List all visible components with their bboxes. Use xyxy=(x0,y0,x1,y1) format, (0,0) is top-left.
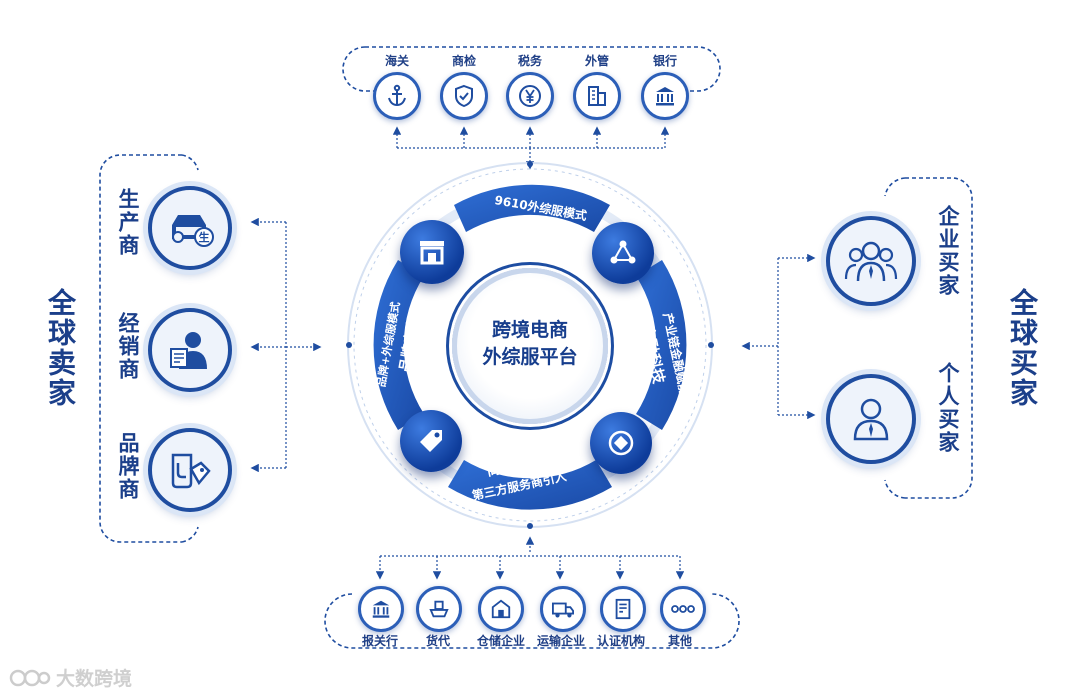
coin-icon xyxy=(590,412,652,474)
brand-node xyxy=(148,428,232,512)
bank-icon xyxy=(656,87,674,106)
center-title-line1: 跨境电商 xyxy=(491,319,568,341)
network-icon xyxy=(592,222,654,284)
anchor-icon xyxy=(388,84,406,107)
enterprise-buyer-node xyxy=(826,216,916,306)
ring-segment-top xyxy=(454,184,610,232)
transport-node xyxy=(540,586,586,632)
sellers-title: 全球卖家 xyxy=(44,288,77,408)
yen-icon xyxy=(519,85,541,107)
service-label-certification: 认证机构 xyxy=(596,634,645,648)
seller-label-manufacturer: 生产商 xyxy=(116,188,140,257)
forwarder-node xyxy=(416,586,462,632)
bank-node xyxy=(641,72,689,120)
top-arrows xyxy=(392,126,670,170)
warehouse-icon xyxy=(491,599,511,619)
ring-segment-left xyxy=(373,260,424,430)
service-label-forex: 外管 xyxy=(584,54,609,68)
certification-node xyxy=(600,586,646,632)
tax-node xyxy=(506,72,554,120)
seller-label-brand: 品牌商 xyxy=(116,432,140,501)
watermark: 大数跨境 xyxy=(8,664,132,691)
warehouse-node xyxy=(478,586,524,632)
service-label-other: 其他 xyxy=(667,634,692,648)
ring-segment-right xyxy=(636,260,687,430)
forex-node xyxy=(573,72,621,120)
dealer-icon xyxy=(170,332,207,369)
more-icon xyxy=(671,605,695,613)
center-title-line2: 外综服平台 xyxy=(482,346,578,368)
service-label-tax: 税务 xyxy=(517,54,542,68)
manufacturer-node: 生 xyxy=(148,186,232,270)
bottom-arrows xyxy=(375,536,685,580)
person-icon xyxy=(853,398,889,441)
seller-label-dealer: 经销商 xyxy=(116,312,140,381)
top-frame xyxy=(342,46,721,92)
left-frame xyxy=(99,154,199,543)
tag-icon xyxy=(400,410,462,472)
service-label-warehouse: 仓储企业 xyxy=(476,634,525,648)
buyer-label-enterprise: 企业买家 xyxy=(936,205,960,297)
shield-check-icon xyxy=(455,84,473,108)
buyer-label-individual: 个人买家 xyxy=(936,362,960,454)
service-label-forwarder: 货代 xyxy=(425,634,450,648)
brand-tag-icon xyxy=(171,453,211,489)
building-icon xyxy=(588,86,606,106)
certificate-icon xyxy=(615,598,631,620)
bank-icon xyxy=(372,600,390,618)
dealer-node xyxy=(148,308,232,392)
store-icon xyxy=(400,220,464,284)
group-icon xyxy=(844,241,898,282)
service-label-customs: 海关 xyxy=(384,54,409,68)
watermark-text: 大数跨境 xyxy=(56,668,133,690)
broker-node xyxy=(358,586,404,632)
ring-segment-bottom xyxy=(448,460,612,510)
buyers-title: 全球买家 xyxy=(1006,288,1039,408)
truck-icon xyxy=(552,602,574,618)
service-label-bank: 银行 xyxy=(652,54,677,68)
service-label-transport: 运输企业 xyxy=(536,634,585,648)
left-arrows xyxy=(250,217,322,473)
right-frame xyxy=(884,177,973,499)
right-arrows xyxy=(741,253,816,420)
customs-node xyxy=(373,72,421,120)
watermark-logo-icon xyxy=(9,669,51,686)
manufacturer-badge: 生 xyxy=(199,230,210,244)
other-node xyxy=(660,586,706,632)
platform-center: 跨境电商 外综服平台 xyxy=(452,268,608,424)
factory-icon: 生 xyxy=(172,215,214,247)
ship-icon xyxy=(429,600,449,618)
individual-buyer-node xyxy=(826,374,916,464)
service-label-inspection: 商检 xyxy=(451,54,476,68)
inspection-node xyxy=(440,72,488,120)
service-label-broker: 报关行 xyxy=(361,634,398,648)
